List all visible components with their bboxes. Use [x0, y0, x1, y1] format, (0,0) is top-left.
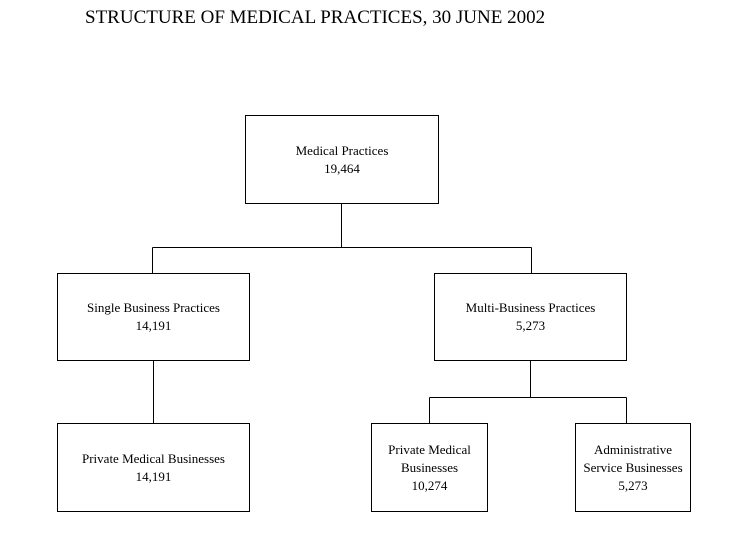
node-value: 14,191 [135, 318, 172, 333]
node-value: 5,273 [618, 477, 648, 493]
node-multi-business-practices: Multi-Business Practices 5,273 [434, 273, 627, 361]
node-label: Single Business Practices [87, 300, 220, 315]
node-value: 19,464 [324, 160, 360, 176]
node-private-medical-businesses-multi: Private Medical Businesses 10,274 [371, 423, 488, 512]
node-label: Private Medical Businesses [388, 441, 471, 475]
node-label: Medical Practices [295, 142, 389, 158]
node-label: Multi-Business Practices [465, 300, 596, 315]
node-administrative-service-businesses: Administrative Service Businesses 5,273 [575, 423, 691, 512]
node-value: 5,273 [515, 318, 546, 333]
chart-title: STRUCTURE OF MEDICAL PRACTICES, 30 JUNE … [85, 7, 546, 28]
node-private-medical-businesses-single: Private Medical Businesses 14,191 [57, 423, 250, 512]
node-medical-practices: Medical Practices 19,464 [245, 115, 439, 204]
node-label: Administrative Service Businesses [583, 441, 683, 475]
node-value: 14,191 [135, 468, 172, 484]
node-value: 10,274 [411, 477, 448, 493]
node-label: Private Medical Businesses [82, 450, 225, 466]
node-single-business-practices: Single Business Practices 14,191 [57, 273, 250, 361]
